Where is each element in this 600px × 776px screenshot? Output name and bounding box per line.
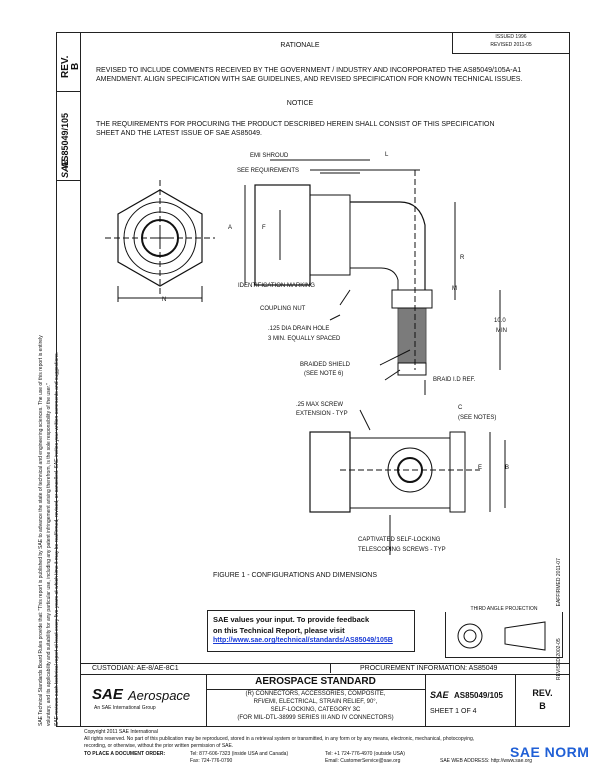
rationale-title: RATIONALE [280, 42, 320, 49]
label-min: MIN [496, 328, 507, 334]
desc-4: (FOR MIL-DTL-38999 SERIES III AND IV CON… [237, 715, 394, 721]
footer-rights: All rights reserved. No part of this pub… [84, 736, 475, 742]
issued-box [452, 32, 570, 54]
legal-text-2: voluntary, and its applicability and sui… [46, 383, 52, 726]
label-dim-l: L [385, 152, 389, 158]
logo-sub: An SAE International Group [94, 705, 156, 711]
feedback-line-1: SAE values your input. To provide feedba… [213, 615, 370, 624]
end-view [105, 180, 215, 302]
sidebar-divider [80, 32, 81, 727]
label-coupling-nut: COUPLING NUT [260, 306, 306, 312]
footer-tel-2: Tel: +1 724-776-4970 (outside USA) [325, 751, 405, 757]
tb-sheet: SHEET 1 OF 4 [430, 708, 477, 715]
footer-tel: Tel: 877-606-7323 (inside USA and Canada… [190, 751, 289, 757]
feedback-line-2: on this Technical Report, please visit [213, 626, 345, 635]
desc-2: RFI/EMI, ELECTRICAL, STRAIN RELIEF, 90°, [253, 699, 378, 705]
rationale-text: REVISED TO INCLUDE COMMENTS RECEIVED BY … [96, 67, 523, 83]
footer-email: Email: CustomerService@sae.org [325, 758, 401, 764]
notice-text: THE REQUIREMENTS FOR PROCURING THE PRODU… [96, 121, 495, 137]
label-dim-r: R [460, 255, 465, 261]
custodian: CUSTODIAN: AE-8/AE-8C1 [92, 665, 179, 672]
label-dim-f: F [262, 225, 266, 231]
issued-text: ISSUED 1996 [495, 34, 527, 40]
label-dim-b: B [505, 465, 510, 471]
row-divider [330, 663, 331, 673]
tb-rev-value: B [539, 701, 546, 711]
label-emi-shroud: EMI SHROUD [250, 153, 289, 159]
row-sep-1 [80, 663, 570, 664]
stamp-reaffirmed: REAFFIRMED 2011-07 [556, 558, 562, 610]
rev-box [56, 32, 80, 92]
footer-order-label: TO PLACE A DOCUMENT ORDER: [84, 751, 166, 757]
feedback-box [207, 610, 415, 652]
title-sep [206, 689, 425, 690]
label-dim-n: N [162, 297, 167, 303]
label-dim-m: M [452, 286, 457, 292]
projection-symbol [457, 621, 546, 651]
tb-doc-number: AS85049/105 [454, 691, 503, 700]
procurement: PROCUREMENT INFORMATION: AS85049 [360, 665, 498, 672]
label-screw-ext-2: EXTENSION - TYP [296, 411, 348, 417]
label-dim-e: E [478, 465, 483, 471]
feedback-url-link[interactable]: http://www.sae.org/technical/standards/A… [213, 637, 393, 644]
label-dim-a: A [228, 225, 233, 231]
sidebar-rev-value: B [70, 62, 81, 70]
footer-rights-2: recording, or otherwise, without the pri… [84, 743, 234, 749]
tb-divider-1 [206, 674, 207, 727]
side-view [244, 159, 501, 395]
label-captivated-2: TELESCOPING SCREWS - TYP [358, 547, 446, 553]
revised-text: REVISED 2011-05 [490, 42, 532, 48]
sidebar-sep [56, 180, 80, 181]
label-identification-marking: IDENTIFICATION MARKING [238, 283, 315, 289]
label-braided-shield-1: BRAIDED SHIELD [300, 362, 351, 368]
standard-title: AEROSPACE STANDARD [255, 676, 376, 687]
sidebar-sae-mark: SAE [60, 159, 70, 178]
label-see-requirements: SEE REQUIREMENTS [237, 168, 300, 174]
label-drain-hole-2: 3 MIN. EQUALLY SPACED [268, 336, 341, 342]
label-see-notes: (SEE NOTES) [458, 415, 497, 421]
tb-divider-3 [515, 674, 516, 727]
logo-aerospace: Aerospace [128, 688, 191, 703]
label-dim-c: C [458, 405, 463, 411]
tb-rev-label: REV. [532, 688, 553, 698]
footer-copyright: Copyright 2011 SAE International [84, 729, 158, 735]
tb-sae-mark: SAE [430, 690, 449, 700]
legal-text-1: SAE Technical Standards Board Rules prov… [38, 335, 44, 726]
notice-title: NOTICE [286, 100, 314, 107]
logo-sae: SAE [92, 686, 123, 703]
tb-divider-2 [425, 674, 426, 727]
figure-caption: FIGURE 1 - CONFIGURATIONS AND DIMENSIONS [213, 572, 377, 579]
label-braided-shield-2: (SEE NOTE 6) [304, 371, 344, 377]
title-block-top [80, 674, 570, 675]
projection-label: THIRD ANGLE PROJECTION [445, 606, 563, 612]
label-braid-id: BRAID I.D REF. [433, 377, 476, 383]
technical-drawing [105, 159, 506, 555]
bottom-view [309, 409, 506, 555]
desc-1: (R) CONNECTORS, ACCESSORIES, COMPOSITE, [245, 691, 386, 697]
label-min-dim: 10.0 [494, 318, 506, 324]
watermark-logo: SAE NORM [510, 744, 590, 760]
footer-web: SAE WEB ADDRESS: http://www.sae.org [440, 758, 532, 764]
label-screw-ext-1: .25 MAX SCREW [296, 402, 344, 408]
label-drain-hole-1: .125 DIA DRAIN HOLE [268, 326, 330, 332]
label-captivated-1: CAPTIVATED SELF-LOCKING [358, 537, 441, 543]
desc-3: SELF-LOCKING, CATEGORY 3C [270, 707, 361, 713]
footer-fax: Fax: 724-776-0790 [190, 758, 233, 764]
document-frame [56, 32, 570, 727]
